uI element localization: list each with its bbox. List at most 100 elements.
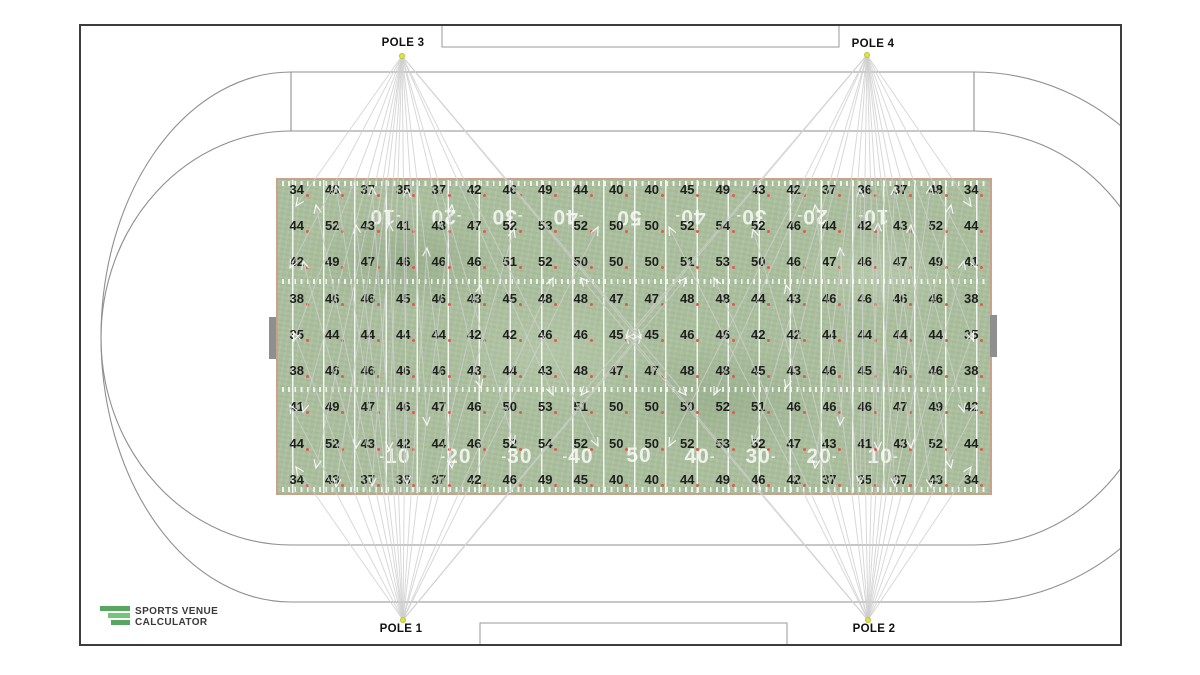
grid-point-dot: [802, 448, 806, 451]
lux-value: 44: [386, 326, 422, 344]
lux-value: 43: [315, 471, 351, 489]
lux-value: 46: [492, 471, 528, 489]
grid-point-dot: [802, 339, 806, 342]
lux-value: 52: [705, 398, 741, 416]
lux-value: 43: [918, 471, 954, 489]
grid-point-dot: [660, 303, 664, 306]
lux-value: 41: [279, 398, 315, 416]
lux-value: 46: [776, 217, 812, 235]
lux-value: 52: [918, 435, 954, 453]
grid-point-dot: [802, 375, 806, 378]
lux-value: 49: [705, 471, 741, 489]
lux-value: 43: [528, 362, 564, 380]
lux-value: 48: [315, 181, 351, 199]
lux-value: 50: [634, 253, 670, 271]
grid-point-dot: [554, 339, 557, 342]
logo: SPORTS VENUE CALCULATOR: [100, 606, 218, 628]
lux-value: 47: [350, 253, 386, 271]
lux-value: 36: [386, 471, 422, 489]
lux-value: 48: [705, 362, 741, 380]
lux-value: 46: [883, 362, 919, 380]
grid-point-dot: [838, 194, 841, 197]
grid-point-dot: [483, 484, 486, 487]
lux-value: 49: [705, 181, 741, 199]
grid-point-dot: [731, 484, 735, 487]
grid-point-dot: [873, 266, 877, 269]
lux-value: 50: [599, 253, 635, 271]
grid-point-dot: [696, 448, 699, 451]
lux-value: 51: [492, 253, 528, 271]
grid-point-dot: [483, 230, 486, 233]
grid-point-dot: [554, 375, 557, 378]
grid-point-dot: [944, 303, 948, 306]
grid-point-dot: [341, 339, 344, 342]
grid-point-dot: [341, 375, 344, 378]
grid-point-dot: [305, 266, 309, 269]
lux-value: 52: [315, 217, 351, 235]
grid-point-dot: [802, 194, 806, 197]
grid-point-dot: [980, 375, 983, 378]
lux-value: 41: [847, 435, 883, 453]
lux-value: 46: [847, 398, 883, 416]
lux-value: 46: [386, 253, 422, 271]
lux-value: 44: [279, 435, 315, 453]
lux-value: 49: [528, 181, 564, 199]
pole-4-label: POLE 4: [851, 38, 895, 50]
grid-point-dot: [625, 230, 628, 233]
lux-value: 34: [954, 181, 990, 199]
grid-point-dot: [554, 194, 557, 197]
grid-point-dot: [412, 448, 415, 451]
lux-value: 38: [279, 290, 315, 308]
grid-point-dot: [731, 303, 735, 306]
grid-point-dot: [341, 230, 344, 233]
lux-value: 52: [563, 435, 599, 453]
grid-point-dot: [980, 266, 983, 269]
grid-point-dot: [341, 411, 344, 414]
lux-value: 46: [776, 253, 812, 271]
grid-point-dot: [554, 266, 557, 269]
grid-point-dot: [980, 411, 983, 414]
grid-point-dot: [518, 339, 522, 342]
lux-value: 46: [528, 326, 564, 344]
lux-value: 51: [741, 398, 777, 416]
grid-point-dot: [944, 266, 948, 269]
grid-point-dot: [767, 448, 770, 451]
lux-value: 37: [350, 471, 386, 489]
grid-point-dot: [944, 339, 948, 342]
lux-value: 48: [528, 290, 564, 308]
lux-value: 52: [563, 217, 599, 235]
grid-point-dot: [376, 375, 380, 378]
lux-value: 52: [741, 435, 777, 453]
lux-value: 37: [883, 471, 919, 489]
lux-value: 48: [670, 290, 706, 308]
lux-value: 45: [634, 326, 670, 344]
grid-point-dot: [376, 230, 380, 233]
lux-value: 35: [386, 181, 422, 199]
logo-bars-icon: [100, 606, 130, 628]
lux-value: 52: [492, 217, 528, 235]
lux-value: 43: [883, 217, 919, 235]
grid-point-dot: [838, 448, 841, 451]
grid-point-dot: [589, 411, 593, 414]
grid-point-dot: [447, 194, 451, 197]
grid-point-dot: [447, 266, 451, 269]
grid-point-dot: [305, 230, 309, 233]
grid-point-dot: [767, 339, 770, 342]
lux-value: 46: [350, 290, 386, 308]
grid-point-dot: [625, 411, 628, 414]
lux-value: 46: [421, 290, 457, 308]
lux-value: 44: [741, 290, 777, 308]
grid-point-dot: [589, 484, 593, 487]
lux-value: 42: [776, 471, 812, 489]
grid-point-dot: [341, 266, 344, 269]
lux-value: 52: [918, 217, 954, 235]
grid-point-dot: [944, 194, 948, 197]
grid-point-dot: [412, 375, 415, 378]
lux-value: 46: [847, 290, 883, 308]
